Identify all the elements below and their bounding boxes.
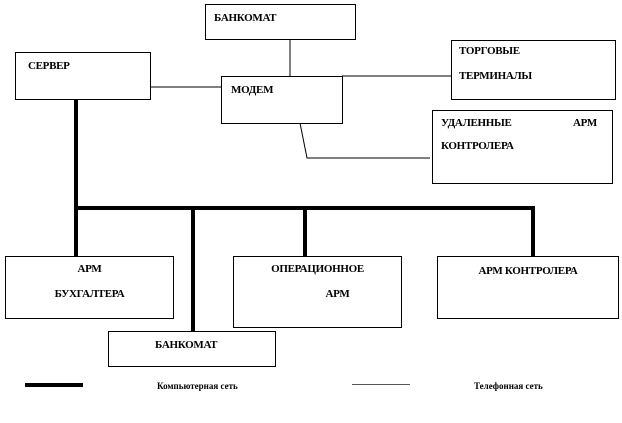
accountant-line2: БУХГАЛТЕРА [54, 288, 125, 300]
controller-label: АРМ КОНТРОЛЕРА [478, 265, 578, 277]
atm-top-label: БАНКОМАТ [214, 12, 277, 24]
modem-node: МОДЕМ [221, 76, 343, 124]
controller-node: АРМ КОНТРОЛЕРА [437, 256, 619, 319]
accountant-line1: АРМ [77, 263, 102, 275]
server-label: СЕРВЕР [28, 60, 70, 72]
atm-bottom-node: БАНКОМАТ [108, 331, 276, 367]
operational-node: ОПЕРАЦИОННОЕ АРМ [233, 256, 402, 328]
trade-terminals-line1: ТОРГОВЫЕ [459, 45, 520, 57]
atm-bottom-label: БАНКОМАТ [155, 339, 218, 351]
operational-line1: ОПЕРАЦИОННОЕ [271, 263, 364, 275]
remote-controller-line2: КОНТРОЛЕРА [441, 140, 514, 152]
remote-controller-line1b: АРМ [573, 117, 597, 129]
computer-lines [74, 99, 535, 345]
remote-controller-node: УДАЛЕННЫЕ АРМ КОНТРОЛЕРА [432, 110, 613, 184]
modem-label: МОДЕМ [231, 84, 274, 96]
atm-top-node: БАНКОМАТ [205, 4, 356, 40]
trade-terminals-line2: ТЕРМИНАЛЫ [459, 70, 532, 82]
trade-terminals-node: ТОРГОВЫЕ ТЕРМИНАЛЫ [451, 40, 616, 100]
legend-phone-swatch [352, 384, 410, 385]
phone-lines [150, 39, 451, 159]
legend-computer-swatch [25, 383, 83, 387]
operational-line2: АРМ [325, 288, 350, 300]
remote-controller-line1a: УДАЛЕННЫЕ [441, 117, 512, 129]
server-node: СЕРВЕР [15, 52, 151, 100]
phone-line-modem-remote [299, 122, 430, 159]
legend-phone-label: Телефонная сеть [474, 381, 543, 391]
accountant-node: АРМ БУХГАЛТЕРА [5, 256, 174, 319]
legend-computer-label: Компьютерная сеть [157, 381, 238, 391]
